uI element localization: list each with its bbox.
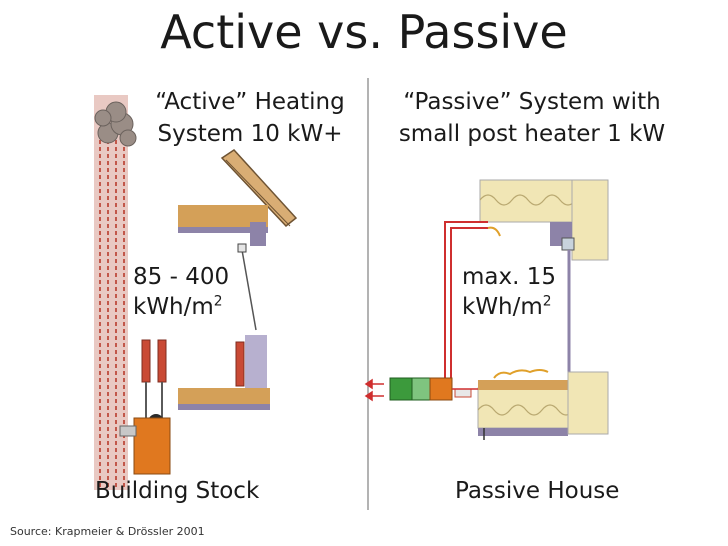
active-energy-demand: 85 - 400 kWh/m2 xyxy=(133,262,229,322)
active-demand-unit: kWh/m2 xyxy=(133,292,229,322)
ventilation-duct-illustration xyxy=(444,221,549,379)
source-citation: Source: Krapmeier & Drössler 2001 xyxy=(10,525,205,538)
passive-unit-exponent: 2 xyxy=(542,293,552,310)
building-stock-label: Building Stock xyxy=(95,478,260,504)
active-unit-exponent: 2 xyxy=(213,293,223,310)
passive-system-heading: “Passive” System with small post heater … xyxy=(382,86,682,150)
active-heading-line-2: System 10 kW+ xyxy=(157,121,343,147)
roof-illustration xyxy=(178,149,298,331)
active-demand-range: 85 - 400 xyxy=(133,264,230,290)
heat-recovery-unit-illustration xyxy=(364,377,478,402)
passive-demand-max: max. 15 xyxy=(462,264,556,290)
passive-heading-line-2: small post heater 1 kW xyxy=(398,121,666,147)
passive-house-label: Passive House xyxy=(455,478,620,504)
page-title: Active vs. Passive xyxy=(160,5,568,59)
chimney-illustration xyxy=(94,95,137,490)
boiler-illustration xyxy=(119,414,171,475)
passive-demand-unit: kWh/m2 xyxy=(462,292,556,322)
active-system-heading: “Active” Heating System 10 kW+ xyxy=(120,86,380,150)
active-heading-line-1: “Active” Heating xyxy=(155,89,345,115)
passive-energy-demand: max. 15 kWh/m2 xyxy=(462,262,556,322)
insulation-illustration xyxy=(479,179,609,372)
active-unit-base: kWh/m xyxy=(133,294,214,320)
passive-heading-line-1: “Passive” System with xyxy=(403,89,661,115)
radiator-illustration xyxy=(141,339,167,420)
passive-unit-base: kWh/m xyxy=(462,294,543,320)
floor-illustration xyxy=(477,371,609,440)
wall-illustration xyxy=(178,335,270,410)
